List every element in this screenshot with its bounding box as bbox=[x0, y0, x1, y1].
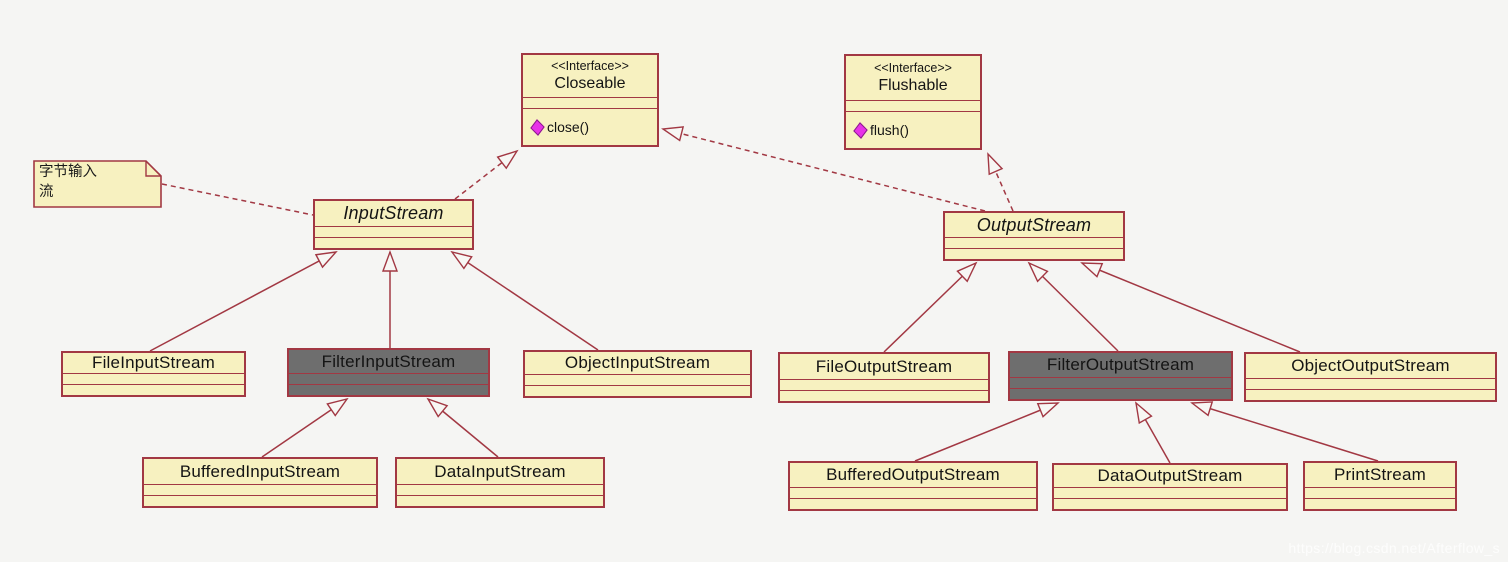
operations-compartment bbox=[780, 390, 988, 401]
operations-compartment bbox=[525, 385, 750, 396]
class-name: BufferedInputStream bbox=[179, 461, 341, 481]
operations-compartment bbox=[289, 384, 488, 395]
class-name: InputStream bbox=[343, 203, 444, 223]
stereotype-label: <<Interface>> bbox=[551, 58, 629, 73]
operations-compartment bbox=[144, 495, 376, 506]
watermark-text: https://blog.csdn.net/Afterflow_s bbox=[1288, 540, 1500, 556]
operation-visibility-icon bbox=[530, 118, 545, 136]
class-name: PrintStream bbox=[1334, 465, 1426, 484]
note-line1: 字节输入 bbox=[39, 164, 97, 180]
operations-compartment bbox=[790, 498, 1036, 509]
class-input-stream[interactable]: InputStream bbox=[313, 199, 474, 250]
class-name: ObjectOutputStream bbox=[1291, 356, 1450, 375]
generalization-fileinputstream-inputstream bbox=[149, 252, 336, 352]
note-line2: 流 bbox=[39, 183, 54, 200]
generalization-dataoutputstream-filteroutputstream bbox=[1136, 403, 1171, 464]
operations-compartment: close() bbox=[523, 108, 657, 145]
operations-compartment bbox=[1054, 498, 1286, 509]
class-output-stream[interactable]: OutputStream bbox=[943, 211, 1125, 261]
note-anchor-line bbox=[161, 183, 314, 216]
class-filter-output-stream[interactable]: FilterOutputStream bbox=[1008, 351, 1233, 401]
generalization-bufferedinputstream-filterinputstream bbox=[261, 399, 347, 458]
class-name: OutputStream bbox=[976, 214, 1092, 235]
operations-compartment bbox=[397, 495, 603, 506]
realization-outputstream-closeable bbox=[663, 129, 986, 212]
method-label: close() bbox=[547, 119, 590, 135]
attributes-compartment bbox=[289, 373, 488, 384]
class-data-output-stream[interactable]: DataOutputStream bbox=[1052, 463, 1288, 511]
class-name: FileInputStream bbox=[92, 353, 215, 372]
realization-outputstream-flushable bbox=[988, 154, 1014, 212]
class-data-input-stream[interactable]: DataInputStream bbox=[395, 457, 605, 508]
class-name: FileOutputStream bbox=[815, 356, 953, 376]
operations-compartment bbox=[315, 237, 472, 248]
class-file-input-stream[interactable]: FileInputStream bbox=[61, 351, 246, 397]
interface-header: <<Interface>> Flushable bbox=[846, 56, 980, 100]
attributes-compartment bbox=[846, 100, 980, 111]
attributes-compartment bbox=[63, 373, 244, 384]
operations-compartment bbox=[63, 384, 244, 395]
class-buffered-input-stream[interactable]: BufferedInputStream bbox=[142, 457, 378, 508]
generalization-objectinputstream-inputstream bbox=[452, 252, 599, 351]
generalization-filteroutputstream-outputstream bbox=[1029, 263, 1119, 352]
class-name: FilterInputStream bbox=[321, 351, 456, 371]
operations-compartment bbox=[945, 248, 1123, 259]
realization-inputstream-closeable bbox=[454, 151, 517, 200]
class-name: FilterOutputStream bbox=[1046, 355, 1195, 374]
attributes-compartment bbox=[397, 484, 603, 495]
attributes-compartment bbox=[1054, 487, 1286, 498]
generalization-bufferedoutputstream-filteroutputstream bbox=[914, 403, 1058, 462]
attributes-compartment bbox=[525, 374, 750, 385]
interface-header: <<Interface>> Closeable bbox=[523, 55, 657, 97]
method-label: flush() bbox=[870, 122, 909, 138]
generalization-objectoutputstream-outputstream bbox=[1082, 263, 1301, 353]
class-filter-input-stream[interactable]: FilterInputStream bbox=[287, 348, 490, 397]
attributes-compartment bbox=[780, 379, 988, 390]
class-name: DataOutputStream bbox=[1097, 466, 1243, 485]
class-file-output-stream[interactable]: FileOutputStream bbox=[778, 352, 990, 403]
generalization-datainputstream-filterinputstream bbox=[428, 399, 499, 458]
interface-name: Flushable bbox=[878, 76, 948, 94]
class-buffered-output-stream[interactable]: BufferedOutputStream bbox=[788, 461, 1038, 511]
attributes-compartment bbox=[144, 484, 376, 495]
note-text: 字节输入 流 bbox=[39, 163, 97, 202]
operations-compartment bbox=[1246, 389, 1495, 400]
note-byte-input-stream[interactable]: 字节输入 流 bbox=[33, 160, 162, 208]
operations-compartment: flush() bbox=[846, 111, 980, 148]
class-name: ObjectInputStream bbox=[564, 353, 711, 372]
attributes-compartment bbox=[790, 487, 1036, 498]
class-print-stream[interactable]: PrintStream bbox=[1303, 461, 1457, 511]
operations-compartment bbox=[1010, 388, 1231, 399]
class-name: BufferedOutputStream bbox=[826, 465, 1000, 484]
note-shape bbox=[33, 160, 162, 208]
attributes-compartment bbox=[1305, 487, 1455, 498]
operations-compartment bbox=[1305, 498, 1455, 509]
stereotype-label: <<Interface>> bbox=[874, 60, 952, 75]
attributes-compartment bbox=[1246, 378, 1495, 389]
attributes-compartment bbox=[315, 226, 472, 237]
attributes-compartment bbox=[945, 237, 1123, 248]
class-object-input-stream[interactable]: ObjectInputStream bbox=[523, 350, 752, 398]
generalization-fileoutputstream-outputstream bbox=[883, 263, 976, 353]
attributes-compartment bbox=[1010, 377, 1231, 388]
interface-name: Closeable bbox=[554, 74, 626, 92]
interface-flushable[interactable]: <<Interface>> Flushable flush() bbox=[844, 54, 982, 150]
class-object-output-stream[interactable]: ObjectOutputStream bbox=[1244, 352, 1497, 402]
generalization-printstream-filteroutputstream bbox=[1192, 403, 1379, 462]
attributes-compartment bbox=[523, 97, 657, 108]
operation-visibility-icon bbox=[853, 121, 868, 139]
class-name: DataInputStream bbox=[434, 461, 566, 481]
interface-closeable[interactable]: <<Interface>> Closeable close() bbox=[521, 53, 659, 147]
